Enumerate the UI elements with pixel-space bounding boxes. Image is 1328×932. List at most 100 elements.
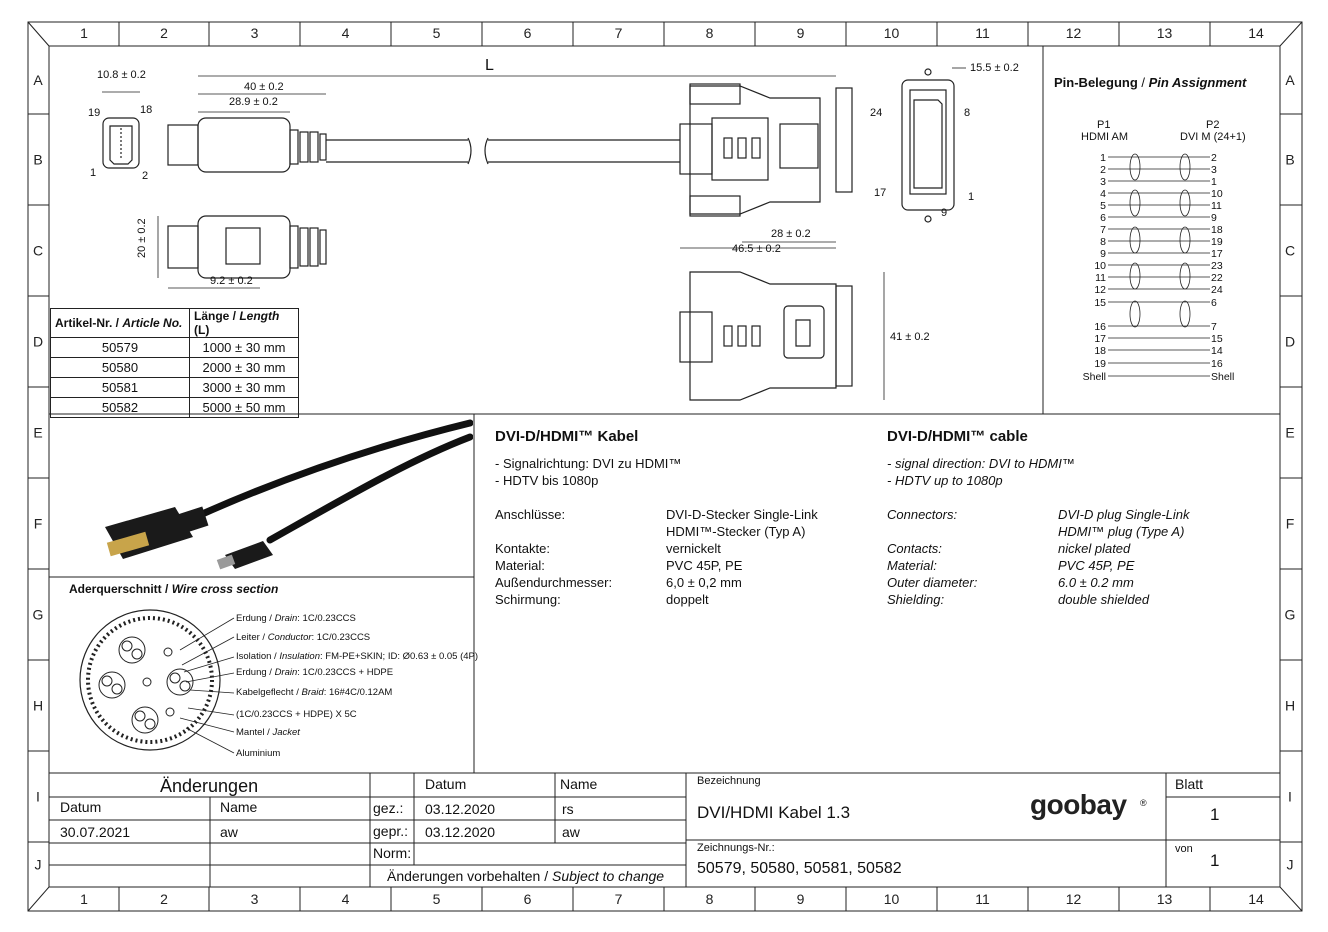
dvi-plug-side [679,83,853,217]
wire-leader-lines [179,617,235,754]
zeichnungs-nr: 50579, 50580, 50581, 50582 [697,860,902,877]
product-photo [105,419,473,570]
gepr-label: gepr.: [373,823,409,839]
dim-28: 28 ± 0.2 [771,228,811,240]
wire-cross-section [79,609,221,751]
frame-row-label: A [33,72,43,88]
spec-key: Outer diameter: [887,575,978,590]
spec-value: PVC 45P, PE [666,558,743,573]
dim-pin19: 19 [88,107,101,119]
frame-row-label: H [33,698,43,714]
spec-value: double shielded [1058,592,1150,607]
dim-pin1: 1 [90,167,97,179]
frame-row-label: E [33,425,42,441]
dim-46-5: 46.5 ± 0.2 [732,243,781,255]
pin-right-label: 22 [1211,272,1223,284]
gez-label: gez.: [373,800,404,816]
pin-left-label: 5 [1100,200,1106,212]
pin-right-label: 19 [1211,236,1223,248]
gepr-name: aw [562,824,580,840]
frame-col-label: 13 [1157,25,1173,41]
pin-left-label: Shell [1083,371,1106,383]
spec-key: Material: [495,558,545,573]
hdmi-strain-relief [289,129,327,165]
frame-col-label: 3 [251,891,259,907]
frame-col-label: 13 [1157,891,1173,907]
pin-right-label: 2 [1211,152,1217,164]
change-name-header: Name [220,799,258,815]
pin-right-label: 9 [1211,212,1217,224]
article-table: Artikel-Nr. / Article No. Länge / Length… [50,308,299,418]
dvi-pin8: 8 [964,107,971,119]
spec-value: 6.0 ± 0.2 mm [1058,575,1134,590]
aenderungen-label: Änderungen [160,776,259,796]
change-name: aw [220,824,238,840]
dim-pin2: 2 [142,170,149,182]
pin-left-label: 1 [1100,152,1106,164]
frame-row-label: C [1285,243,1295,259]
frame-col-label: 14 [1248,25,1264,41]
spec-value: nickel plated [1058,541,1131,556]
dim-hdmi-width: 10.8 ± 0.2 [97,69,146,81]
pin-right-label: 17 [1211,248,1223,260]
frame-row-label: B [1285,152,1294,168]
frame-col-label: 11 [975,891,990,907]
pin-left-label: 19 [1094,358,1106,370]
frame-row-label: B [33,152,42,168]
dim-pin18: 18 [140,104,153,116]
frame-col-label: 6 [524,25,532,41]
wire-label: Mantel / Jacket [236,727,300,738]
twisted-pair-ovals [1129,153,1191,328]
pin-left-label: 4 [1100,188,1106,200]
datum-header: Datum [425,776,467,792]
desc-en-title: DVI-D/HDMI™ cable [887,428,1028,445]
spec-key: Contacts: [887,541,942,556]
spec-value: DVI-D-Stecker Single-Link [666,507,818,522]
pin-assignment-title: Pin-Belegung / Pin Assignment [1054,75,1247,90]
spec-key: Material: [887,558,937,573]
spec-key: Shielding: [887,592,945,607]
bezeichnung: DVI/HDMI Kabel 1.3 [697,803,851,822]
pin-left-label: 18 [1094,345,1106,357]
dim-9-2: 9.2 ± 0.2 [210,275,253,287]
pin-right-label: 1 [1211,176,1217,188]
frame-col-label: 9 [797,25,805,41]
frame-col-label: 5 [433,25,441,41]
blatt-value: 1 [1210,805,1220,824]
dim-40: 40 ± 0.2 [244,81,284,93]
frame-row-label: J [35,857,42,873]
pin-left-label: 6 [1100,212,1106,224]
dvi-pin24: 24 [870,107,883,119]
desc-en-bullet2: - HDTV up to 1080p [887,473,1003,488]
frame-col-label: 7 [615,25,623,41]
header-length: Länge / Length (L) [189,308,299,338]
frame-col-label: 7 [615,891,623,907]
dvi-front-view [901,68,955,223]
frame-col-label: 3 [251,25,259,41]
frame-col-label: 12 [1066,25,1082,41]
spec-value: vernickelt [666,541,721,556]
dvi-pin17: 17 [874,187,887,199]
header-article-no: Artikel-Nr. / Article No. [50,308,190,338]
gez-name: rs [562,801,574,817]
spec-value: HDMI™-Stecker (Typ A) [666,524,806,539]
frame-col-label: 2 [160,891,168,907]
frame-col-label: 10 [884,891,900,907]
pin-right-label: 11 [1211,200,1222,212]
desc-de-title: DVI-D/HDMI™ Kabel [495,428,639,445]
p1-label: P1 [1097,119,1111,131]
spec-key: Kontakte: [495,541,550,556]
frame-col-label: 14 [1248,891,1264,907]
frame-row-label: C [33,243,43,259]
frame-col-label: 5 [433,891,441,907]
gez-date: 03.12.2020 [425,801,496,817]
frame-row-label: D [1285,334,1295,350]
dim-28-9: 28.9 ± 0.2 [229,96,278,108]
dvi-plug-top [679,271,853,401]
p2-desc: DVI M (24+1) [1180,131,1246,143]
pin-right-label: 10 [1211,188,1223,200]
frame-col-label: 10 [884,25,900,41]
